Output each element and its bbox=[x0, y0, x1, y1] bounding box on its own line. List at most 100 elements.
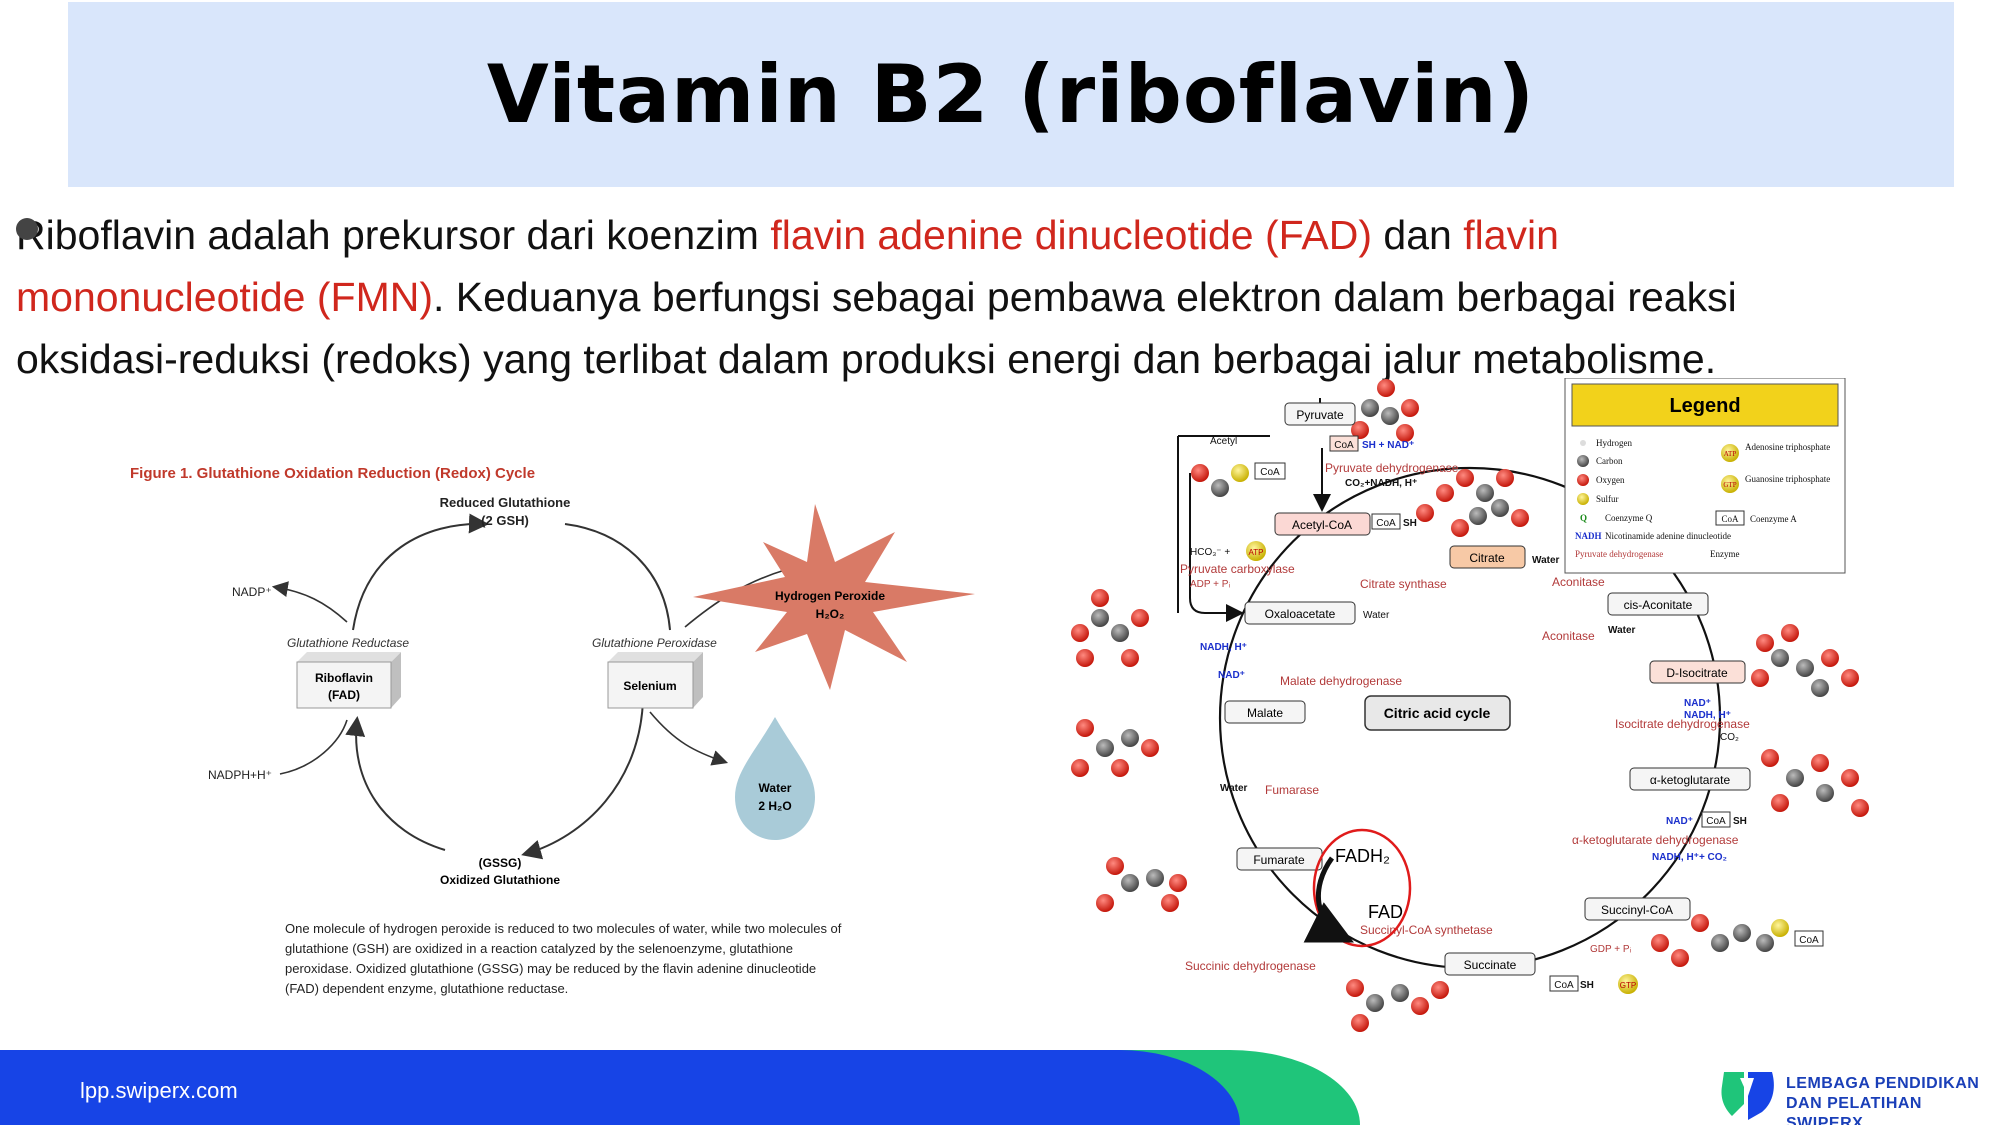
figure1-caption-line: One molecule of hydrogen peroxide is red… bbox=[285, 921, 842, 936]
h2o2-label: H₂O₂ bbox=[816, 607, 845, 621]
fad-redox-loop: FADH₂ FAD bbox=[1303, 828, 1412, 948]
pyruvate-carboxylase-label: Pyruvate carboxylase bbox=[1180, 562, 1295, 576]
gtp-star-icon bbox=[1721, 475, 1739, 493]
glutathione-peroxidase-label: Glutathione Peroxidase bbox=[592, 636, 717, 650]
citric-acid-cycle-label-box: Citric acid cycle bbox=[1364, 695, 1511, 731]
legend-enzyme: Enzyme bbox=[1710, 549, 1740, 559]
legend-atp-desc: Adenosine triphosphate bbox=[1745, 442, 1830, 452]
arrow-water bbox=[649, 711, 729, 766]
slide-title: Vitamin B2 (riboflavin) bbox=[486, 48, 1536, 141]
gssg-label: (GSSG) bbox=[479, 856, 522, 870]
arc-bottom-left bbox=[345, 716, 446, 851]
cis-aconitate-label: cis-Aconitate bbox=[1624, 598, 1693, 612]
water-label: Water bbox=[759, 781, 792, 795]
citrate-label: Citrate bbox=[1469, 551, 1505, 565]
legend-carbon: Carbon bbox=[1596, 456, 1623, 466]
footer-url[interactable]: lpp.swiperx.com bbox=[80, 1078, 238, 1103]
succinyl-coa-synthetase-label: Succinyl-CoA synthetase bbox=[1360, 923, 1493, 937]
org-name-line1: LEMBAGA PENDIDIKAN bbox=[1786, 1075, 1980, 1092]
bullet-text-part3: . Keduanya berfungsi sebagai pembawa ele… bbox=[16, 274, 1737, 382]
pyruvate-dehydrogenase-label: Pyruvate dehydrogenase bbox=[1325, 461, 1459, 475]
water-cofactor-label: Water bbox=[1363, 610, 1390, 621]
coa-label: CoA bbox=[1799, 935, 1819, 946]
aconitase-bottom-label: Aconitase bbox=[1542, 629, 1595, 643]
co2-label: CO₂ bbox=[1720, 732, 1739, 743]
molecule-icon bbox=[1071, 589, 1149, 667]
legend-enzyme-example: Pyruvate dehydrogenase bbox=[1575, 549, 1663, 559]
sh-nad-label: SH + NAD⁺ bbox=[1362, 440, 1414, 451]
acetyl-label: Acetyl bbox=[1210, 436, 1237, 447]
succinate-box: Succinate bbox=[1444, 952, 1536, 976]
molecule-icon bbox=[1651, 914, 1789, 967]
hco3-label: HCO₃⁻ + bbox=[1190, 547, 1230, 558]
legend-gtp-desc: Guanosine triphosphate bbox=[1745, 474, 1830, 484]
arc-bottom-right bbox=[521, 699, 644, 860]
legend-oxygen: Oxygen bbox=[1596, 475, 1625, 485]
coa-label: CoA bbox=[1706, 816, 1726, 827]
citrate-synthase-label: Citrate synthase bbox=[1360, 577, 1447, 591]
figure1-title: Figure 1. Glutathione Oxidation Reductio… bbox=[130, 465, 535, 482]
citrate-box: Citrate bbox=[1449, 545, 1526, 569]
bullet-paragraph: Riboflavin adalah prekursor dari koenzim… bbox=[16, 204, 1776, 390]
org-name-line2: DAN PELATIHAN SWIPERX bbox=[1786, 1095, 1922, 1125]
oxaloacetate-label: Oxaloacetate bbox=[1265, 607, 1336, 621]
riboflavin-box: Riboflavin (FAD) bbox=[296, 652, 401, 709]
title-banner bbox=[68, 2, 1954, 187]
reduced-glutathione-label: Reduced Glutathione bbox=[440, 495, 571, 510]
arc-top-right bbox=[564, 523, 671, 631]
legend-nadh: NADH bbox=[1575, 531, 1602, 541]
fad-label: FAD bbox=[1368, 902, 1403, 922]
coa-sh-label: SH bbox=[1403, 518, 1417, 529]
nadph-label: NADPH+H⁺ bbox=[208, 768, 272, 782]
succinate-label: Succinate bbox=[1464, 958, 1517, 972]
malate-box: Malate bbox=[1224, 700, 1306, 724]
fad-term: flavin adenine dinucleotide (FAD) bbox=[770, 212, 1373, 258]
nadh-h-label: NADH, H⁺ bbox=[1200, 642, 1247, 653]
molecule-icon bbox=[1071, 719, 1159, 777]
fumarate-label: Fumarate bbox=[1253, 853, 1305, 867]
atp-star-icon bbox=[1246, 541, 1266, 561]
bullet-text-part1: Riboflavin adalah prekursor dari koenzim bbox=[16, 212, 771, 258]
aconitase-top-label: Aconitase bbox=[1552, 575, 1605, 589]
gtp-label: GTP bbox=[1620, 981, 1636, 990]
molecule-icon bbox=[1351, 379, 1419, 442]
water-cofactor-label: Water bbox=[1220, 783, 1248, 794]
swiperx-logo-icon bbox=[1721, 1072, 1774, 1120]
coa-label: CoA bbox=[1554, 980, 1574, 991]
oxidized-glutathione-label: Oxidized Glutathione bbox=[440, 873, 560, 887]
hydrogen-peroxide-label: Hydrogen Peroxide bbox=[775, 589, 885, 603]
glutathione-reductase-label: Glutathione Reductase bbox=[287, 636, 409, 650]
water-cofactor-label: Water bbox=[1608, 625, 1636, 636]
figure1-caption-line: peroxidase. Oxidized glutathione (GSSG) … bbox=[285, 961, 816, 976]
legend-coenzyme-q: Coenzyme Q bbox=[1605, 513, 1653, 523]
fmn-term: flavin mononucleotide (FMN) bbox=[16, 212, 1559, 320]
riboflavin-box-label: Riboflavin bbox=[315, 671, 373, 685]
isocitrate-dehydrogenase-label: Isocitrate dehydrogenase bbox=[1615, 717, 1750, 731]
arc-top-left bbox=[352, 513, 489, 631]
malate-dehydrogenase-label: Malate dehydrogenase bbox=[1280, 674, 1402, 688]
molecule-icon bbox=[1416, 469, 1529, 537]
succinyl-coa-label: Succinyl-CoA bbox=[1601, 903, 1673, 917]
bullet-text-part2: dan bbox=[1372, 212, 1464, 258]
legend-sulfur: Sulfur bbox=[1596, 494, 1619, 504]
carbon-dot-icon bbox=[1577, 455, 1589, 467]
legend-coa: CoA bbox=[1721, 514, 1739, 524]
cis-aconitate-box: cis-Aconitate bbox=[1607, 592, 1709, 616]
acetyl-coa-label: Acetyl-CoA bbox=[1292, 518, 1352, 532]
oxygen-dot-icon bbox=[1577, 474, 1589, 486]
molecule-icon bbox=[1096, 857, 1187, 912]
malate-label: Malate bbox=[1247, 706, 1283, 720]
water-cofactor-label: Water bbox=[1532, 555, 1560, 566]
coa-label: CoA bbox=[1260, 467, 1280, 478]
molecule-icon bbox=[1751, 624, 1859, 697]
hydrogen-dot-icon bbox=[1580, 440, 1586, 446]
fumarase-label: Fumarase bbox=[1265, 783, 1319, 797]
legend-coa-desc: Coenzyme A bbox=[1750, 514, 1797, 524]
nad-label: NAD⁺ bbox=[1666, 816, 1693, 827]
selenium-box-label: Selenium bbox=[623, 679, 676, 693]
d-isocitrate-label: D-Isocitrate bbox=[1666, 666, 1728, 680]
gtp-star-icon bbox=[1618, 974, 1638, 994]
a-ketoglutarate-box: α-ketoglutarate bbox=[1629, 767, 1751, 791]
nadh-h-label: NADH, H⁺ bbox=[1684, 710, 1731, 721]
